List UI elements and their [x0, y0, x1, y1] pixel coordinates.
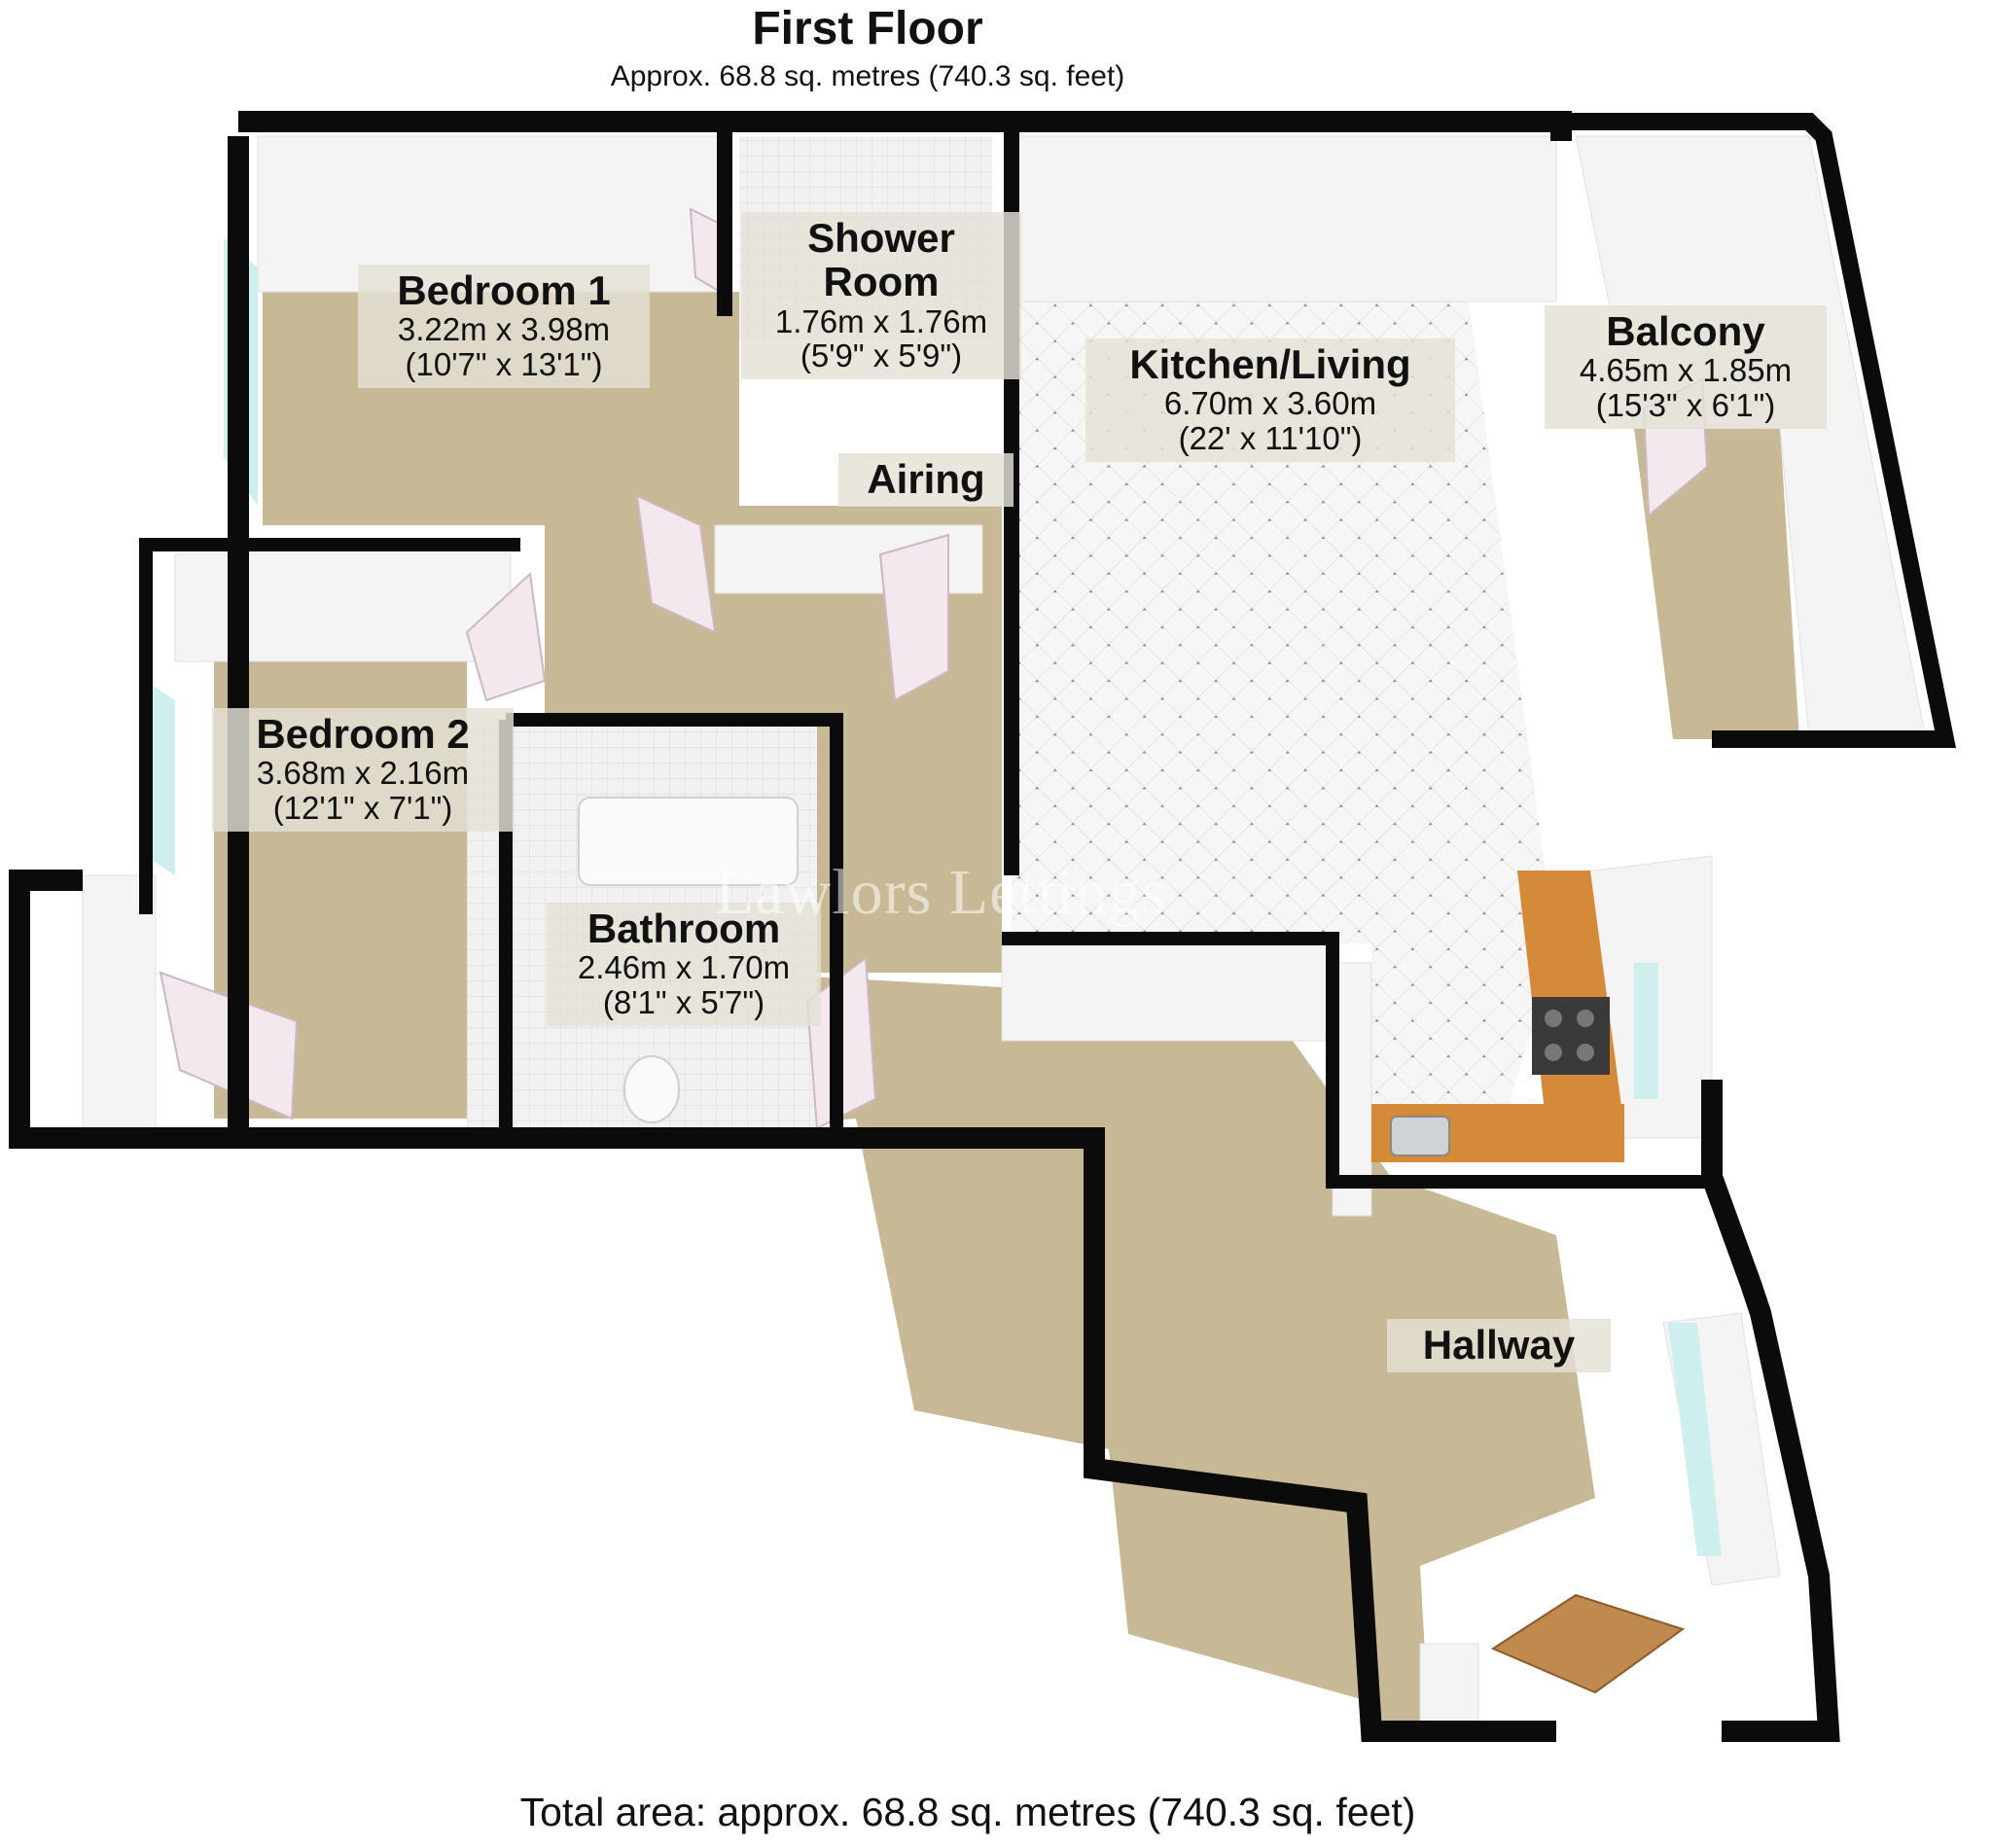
room-dimension-imperial: (10'7" x 13'1") — [405, 345, 603, 382]
room-label-kitchen: Kitchen/Living 6.70m x 3.60m (22' x 11'1… — [1085, 338, 1455, 462]
hob — [1532, 997, 1610, 1075]
watermark: Lawlors Lettings — [715, 857, 1168, 928]
room-dimension-metric: 6.70m x 3.60m — [1163, 385, 1377, 422]
room-name: Bedroom 2 — [256, 711, 470, 757]
room-dimension-metric: 3.68m x 2.16m — [256, 755, 470, 792]
room-dimension-metric: 2.46m x 1.70m — [577, 949, 791, 986]
room-dimension-imperial: (8'1" x 5'7") — [602, 983, 765, 1020]
entrance-door — [1490, 1593, 1686, 1694]
plan-title: First Floor — [752, 3, 983, 54]
room-dimension-metric: 4.65m x 1.85m — [1579, 352, 1793, 389]
hallway-floor — [739, 973, 1595, 1741]
bathtub — [578, 797, 799, 886]
room-label-bedroom2: Bedroom 2 3.68m x 2.16m (12'1" x 7'1") — [212, 708, 514, 832]
room-dimension-imperial: (22' x 11'10") — [1178, 419, 1363, 456]
room-label-hallway: Hallway — [1387, 1319, 1611, 1373]
room-dimension-imperial: (5'9" x 5'9") — [800, 338, 963, 374]
room-name: Airing — [867, 456, 985, 502]
room-name: Shower Room — [807, 215, 955, 305]
room-label-shower: Shower Room 1.76m x 1.76m (5'9" x 5'9") — [741, 212, 1021, 379]
room-name: Hallway — [1422, 1322, 1576, 1368]
room-dimension-metric: 1.76m x 1.76m — [774, 302, 988, 339]
room-label-balcony: Balcony 4.65m x 1.85m (15'3" x 6'1") — [1545, 305, 1827, 429]
room-name: Bedroom 1 — [397, 267, 611, 313]
room-name: Kitchen/Living — [1129, 341, 1411, 387]
balcony-floor — [1634, 428, 1799, 739]
room-name: Bathroom — [587, 906, 781, 951]
room-dimension-imperial: (15'3" x 6'1") — [1595, 386, 1776, 423]
kitchen-units — [1371, 871, 1624, 1162]
room-name: Balcony — [1606, 308, 1765, 354]
toilet — [623, 1055, 680, 1123]
room-label-airing: Airing — [838, 453, 1014, 508]
room-label-bedroom1: Bedroom 1 3.22m x 3.98m (10'7" x 13'1") — [358, 265, 650, 388]
plan-subtitle: Approx. 68.8 sq. metres (740.3 sq. feet) — [610, 60, 1125, 92]
room-dimension-imperial: (12'1" x 7'1") — [272, 789, 453, 826]
total-area: Total area: approx. 68.8 sq. metres (740… — [519, 1790, 1416, 1834]
kitchen-floor — [1012, 302, 1556, 1138]
room-dimension-metric: 3.22m x 3.98m — [397, 311, 611, 348]
room-label-bathroom: Bathroom 2.46m x 1.70m (8'1" x 5'7") — [547, 903, 821, 1026]
